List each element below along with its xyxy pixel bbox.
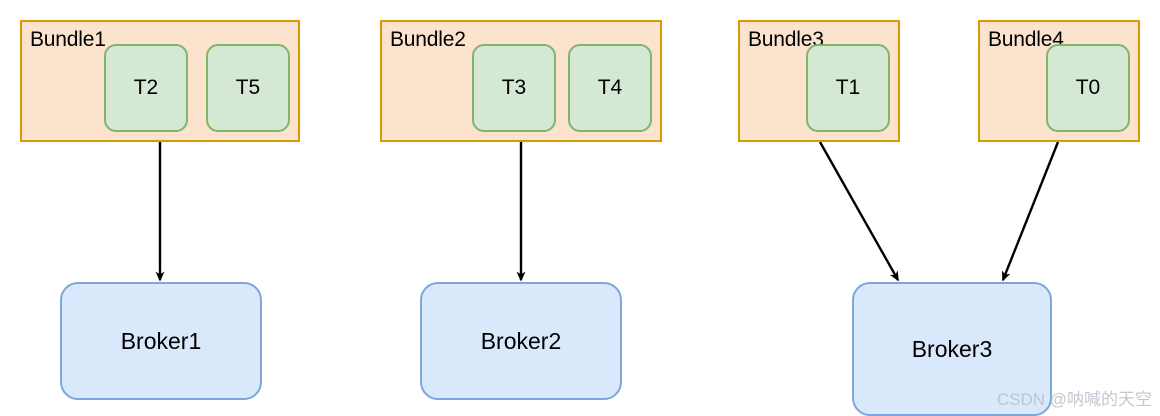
- topic-label: T0: [1075, 76, 1101, 99]
- broker-node-broker1[interactable]: Broker1: [60, 282, 262, 400]
- broker-label: Broker3: [911, 336, 993, 362]
- topic-label: T4: [597, 76, 623, 99]
- broker-label: Broker1: [120, 328, 202, 354]
- topic-node-t5[interactable]: T5: [206, 44, 290, 132]
- topic-node-t0[interactable]: T0: [1046, 44, 1130, 132]
- topic-node-t3[interactable]: T3: [472, 44, 556, 132]
- topic-label: T2: [133, 76, 159, 99]
- edge-bundle3-broker3: [818, 141, 900, 282]
- topic-label: T3: [501, 76, 527, 99]
- bundle-label: Bundle2: [390, 28, 466, 51]
- edge-bundle4-broker3: [1001, 141, 1060, 282]
- bundle-label: Bundle3: [748, 28, 824, 51]
- topic-label: T1: [835, 76, 861, 99]
- bundle-label: Bundle1: [30, 28, 106, 51]
- topic-label: T5: [235, 76, 261, 99]
- csdn-watermark: CSDN @呐喊的天空: [996, 390, 1152, 409]
- broker-node-broker3[interactable]: Broker3: [852, 282, 1052, 416]
- broker-node-broker2[interactable]: Broker2: [420, 282, 622, 400]
- topic-node-t2[interactable]: T2: [104, 44, 188, 132]
- broker-label: Broker2: [480, 328, 562, 354]
- topic-node-t4[interactable]: T4: [568, 44, 652, 132]
- topic-node-t1[interactable]: T1: [806, 44, 890, 132]
- bundle-label: Bundle4: [988, 28, 1064, 51]
- edges-group: [155, 141, 1060, 282]
